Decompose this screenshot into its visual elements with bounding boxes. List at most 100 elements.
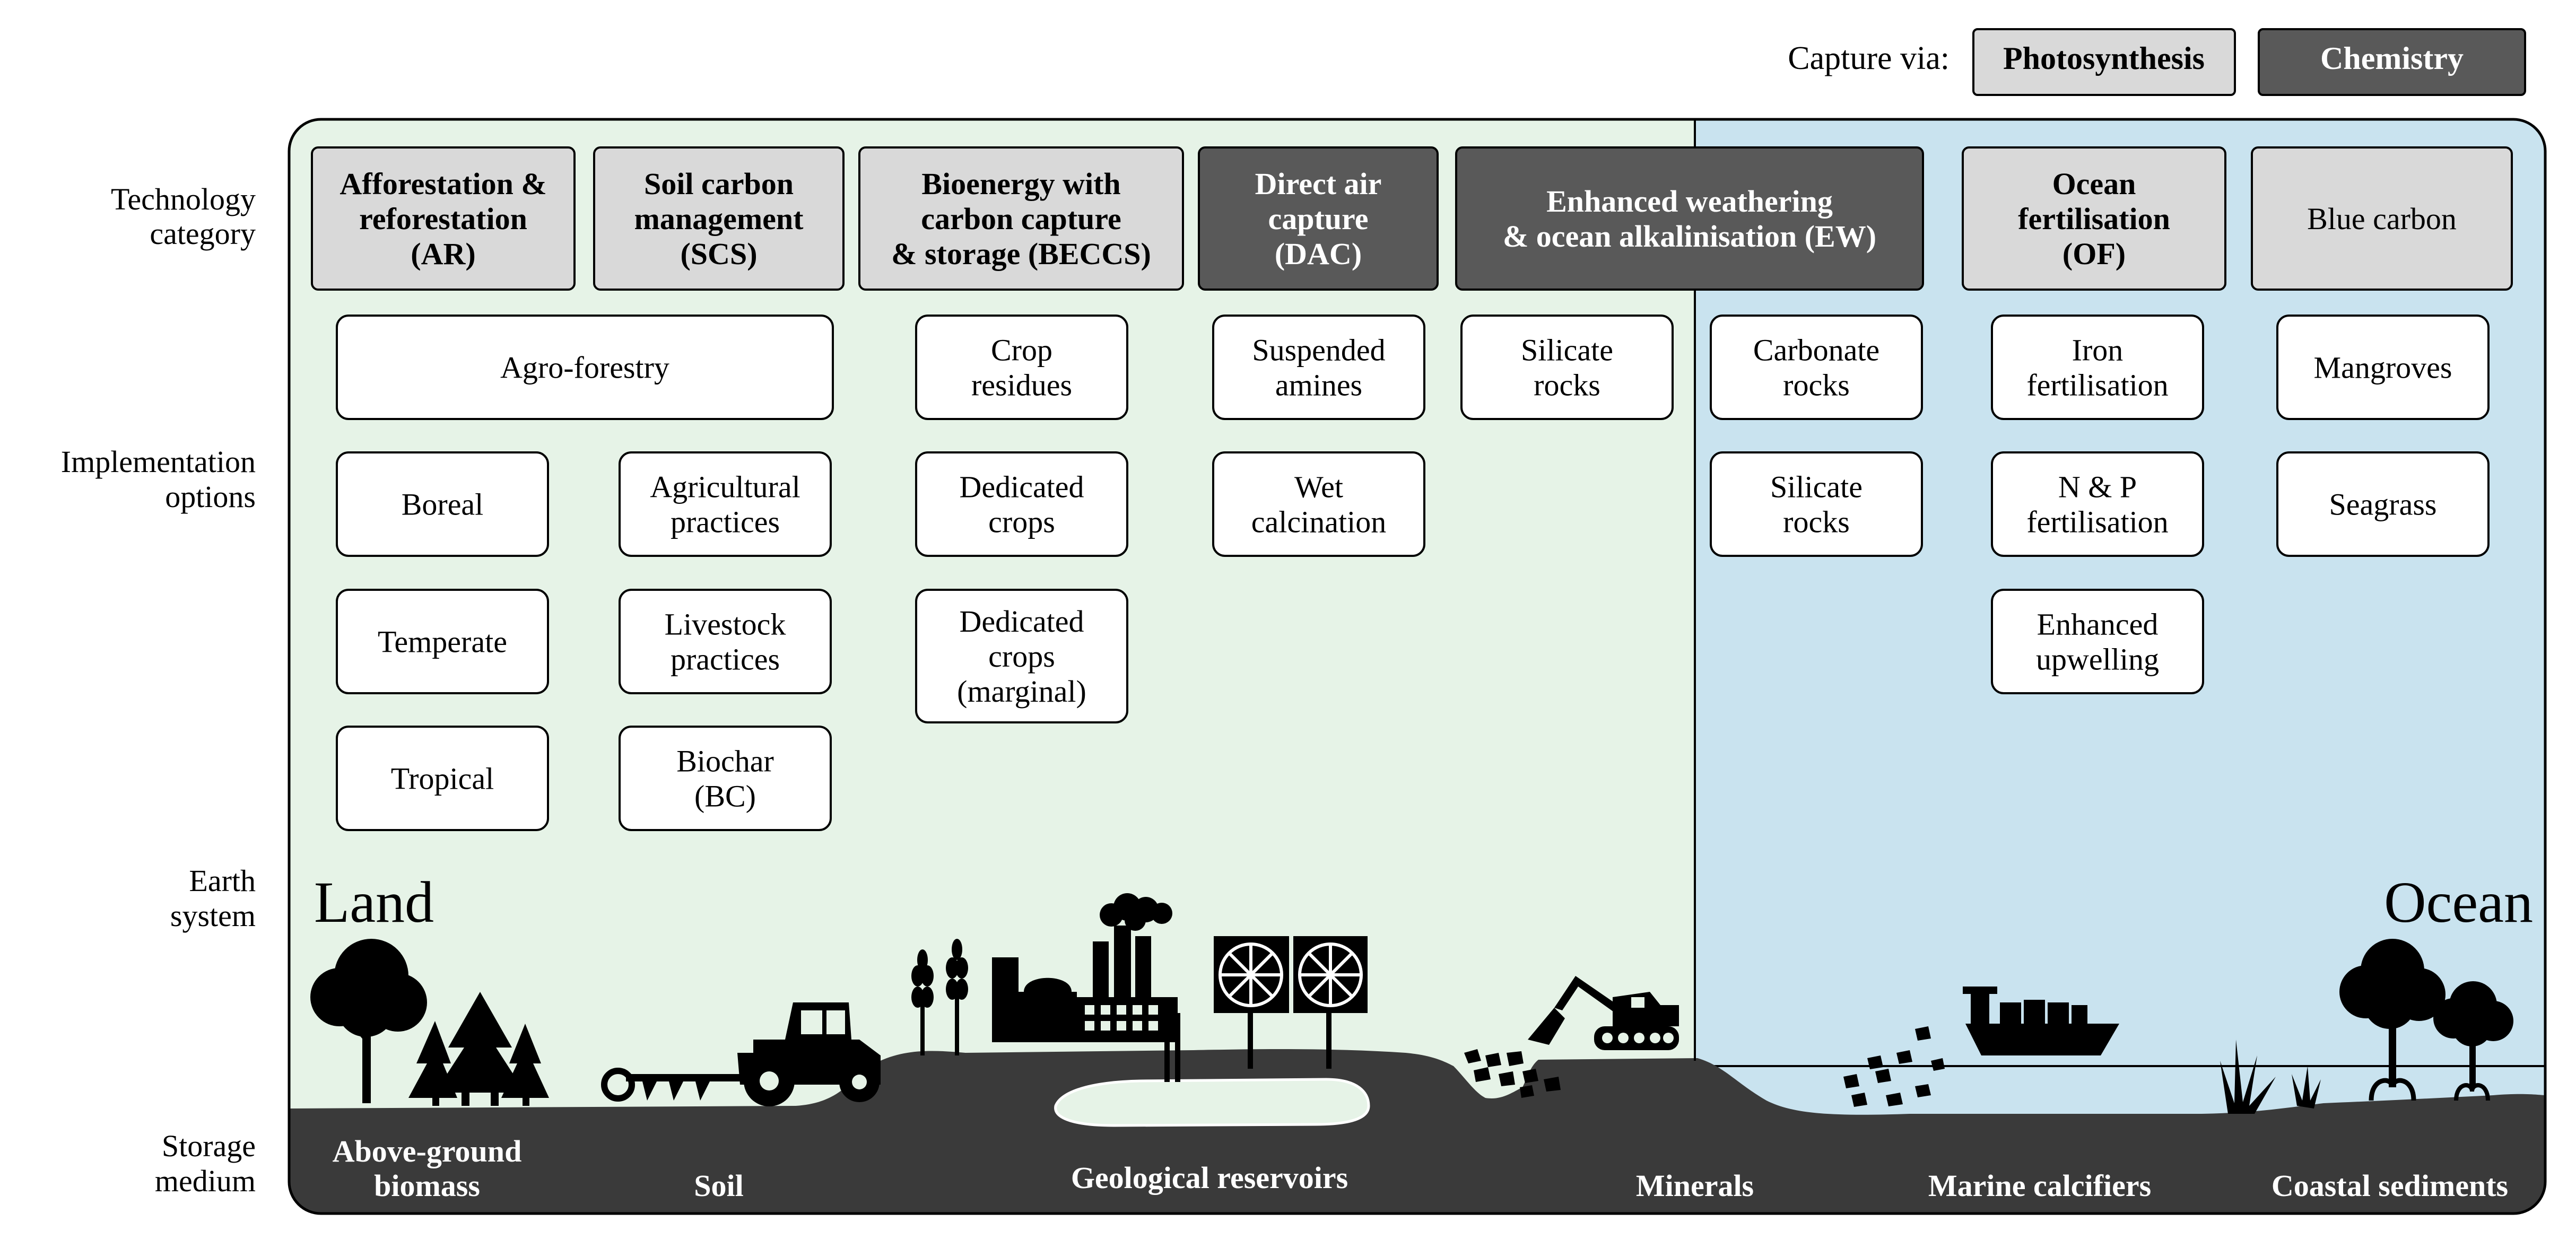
- category-afforestation-reforestation-ar-label: Afforestation &: [340, 167, 546, 201]
- rocks-icon: [1464, 1049, 1561, 1098]
- storage-above-ground-2: biomass: [374, 1168, 480, 1203]
- option-agro-forestry: Agro-forestry: [336, 315, 834, 420]
- cargo-ship-icon: [1963, 987, 2119, 1055]
- option-mangroves-box: [2276, 315, 2490, 420]
- storage-marine-calcifiers: Marine calcifiers: [1928, 1168, 2151, 1203]
- row-label-technology-2: category: [150, 216, 256, 251]
- category-bioenergy-with-carbon-capture-storage-beccs-label: carbon capture: [921, 202, 1121, 236]
- category-direct-air-capture-dac-label: Direct air: [1255, 167, 1382, 201]
- tractor-plough-icon: [601, 1002, 881, 1106]
- option-silicate-rocks-label: Silicate: [1770, 470, 1863, 504]
- category-soil-carbon-management-scs-label: (SCS): [680, 237, 757, 271]
- option-dedicated-crops-marginal-box: [915, 589, 1128, 723]
- category-enhanced-weathering-ocean-alkalinisation-ew-box: [1455, 146, 1924, 291]
- category-blue-carbon-label: Blue carbon: [2307, 202, 2457, 236]
- option-dedicated-crops-box: [915, 451, 1128, 557]
- option-temperate: Temperate: [336, 589, 549, 694]
- option-mangroves: Mangroves: [2276, 315, 2490, 420]
- option-temperate-label: Temperate: [378, 625, 507, 659]
- option-biochar-bc: Biochar(BC): [619, 726, 832, 831]
- option-biochar-bc-box: [619, 726, 832, 831]
- excavator-icon: [1528, 976, 1679, 1050]
- option-dedicated-crops-label: Dedicated: [959, 470, 1084, 504]
- option-boreal-box: [336, 451, 549, 557]
- storage-minerals: Minerals: [1636, 1168, 1754, 1203]
- row-label-implementation-2: options: [165, 479, 256, 514]
- category-enhanced-weathering-ocean-alkalinisation-ew-label: Enhanced weathering: [1546, 184, 1833, 219]
- category-soil-carbon-management-scs-box: [593, 146, 845, 291]
- option-n-p-fertilisation-label: fertilisation: [2026, 505, 2168, 539]
- row-label-implementation-1: Implementation: [61, 444, 256, 479]
- region-land: Land: [314, 870, 434, 935]
- option-silicate-rocks-box: [1460, 315, 1674, 420]
- row-labels: Technology category Implementation optio…: [61, 182, 256, 1198]
- option-suspended-amines-label: amines: [1275, 368, 1362, 403]
- legend-photosynthesis-swatch: [1972, 28, 2236, 96]
- option-temperate-box: [336, 589, 549, 694]
- panel-frame: [288, 118, 2547, 1215]
- category-bioenergy-with-carbon-capture-storage-beccs-label: & storage (BECCS): [891, 237, 1151, 271]
- category-enhanced-weathering-ocean-alkalinisation-ew-label: & ocean alkalinisation (EW): [1503, 219, 1876, 254]
- option-agricultural-practices-label: practices: [671, 505, 780, 539]
- legend-chemistry-swatch: [2258, 28, 2526, 96]
- option-carbonate-rocks-label: Carbonate: [1753, 333, 1879, 368]
- option-biochar-bc-label: (BC): [694, 779, 756, 814]
- option-livestock-practices-label: practices: [671, 642, 780, 677]
- category-blue-carbon-box: [2251, 146, 2513, 291]
- category-soil-carbon-management-scs-label: Soil carbon: [644, 167, 794, 201]
- storage-media: Above-ground biomass Soil Geological res…: [333, 1134, 2508, 1203]
- dac-fan-icon: [1214, 936, 1368, 1069]
- option-agricultural-practices-box: [619, 451, 832, 557]
- option-dedicated-crops-marginal-label: Dedicated: [959, 604, 1084, 639]
- tree-icon: [310, 939, 427, 1103]
- option-enhanced-upwelling-label: upwelling: [2036, 642, 2159, 677]
- option-dedicated-crops-label: crops: [988, 505, 1055, 539]
- category-direct-air-capture-dac-label: capture: [1268, 202, 1368, 236]
- category-afforestation-reforestation-ar-label: reforestation: [359, 202, 527, 236]
- option-dedicated-crops-marginal-label: crops: [988, 639, 1055, 674]
- option-silicate-rocks-box: [1710, 451, 1923, 557]
- row-label-storage-2: medium: [155, 1164, 256, 1198]
- option-wet-calcination-label: calcination: [1251, 505, 1386, 539]
- seagrass-icon: [2220, 1040, 2321, 1114]
- option-livestock-practices-label: Livestock: [665, 607, 786, 642]
- category-direct-air-capture-dac-label: (DAC): [1275, 237, 1362, 271]
- option-crop-residues-box: [915, 315, 1128, 420]
- row-label-storage-1: Storage: [162, 1129, 256, 1163]
- option-carbonate-rocks-label: rocks: [1783, 368, 1850, 403]
- option-seagrass: Seagrass: [2276, 451, 2490, 557]
- option-carbonate-rocks-box: [1710, 315, 1923, 420]
- rocks-icon: [1843, 1026, 1945, 1107]
- option-seagrass-label: Seagrass: [2329, 487, 2437, 522]
- technology-categories: Afforestation &reforestation(AR)Soil car…: [311, 146, 2513, 291]
- row-label-earth-1: Earth: [189, 863, 256, 898]
- option-wet-calcination-label: Wet: [1294, 470, 1343, 504]
- option-tropical-label: Tropical: [391, 762, 494, 796]
- option-mangroves-label: Mangroves: [2314, 351, 2452, 385]
- row-label-technology-1: Technology: [111, 182, 256, 216]
- option-enhanced-upwelling-label: Enhanced: [2037, 607, 2159, 642]
- option-dedicated-crops-marginal-label: (marginal): [957, 674, 1086, 709]
- conifer-forest-icon: [408, 992, 549, 1106]
- category-blue-carbon: Blue carbon: [2251, 146, 2513, 291]
- option-boreal-label: Boreal: [402, 487, 484, 522]
- option-livestock-practices-box: [619, 589, 832, 694]
- earth-system-icons: [310, 893, 2513, 1114]
- category-soil-carbon-management-scs-label: management: [634, 202, 804, 236]
- power-plant-icon: [992, 893, 1180, 1082]
- category-direct-air-capture-dac-box: [1198, 146, 1439, 291]
- option-crop-residues-label: residues: [971, 368, 1072, 403]
